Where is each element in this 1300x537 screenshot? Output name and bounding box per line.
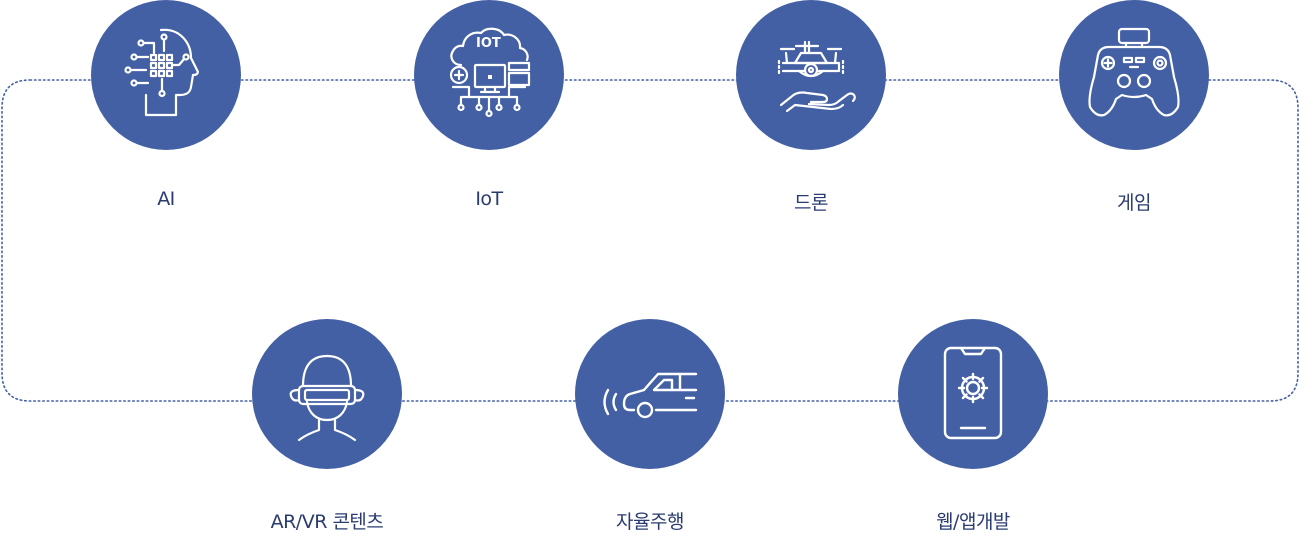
svg-text:IOT: IOT (476, 36, 501, 51)
smartphone-gear-icon (943, 346, 1003, 440)
iot-cloud-icon: IOT (449, 27, 531, 118)
autonomous-node (575, 319, 725, 469)
arvr-label: AR/VR 콘텐츠 (270, 511, 384, 533)
game-controller-icon (1088, 27, 1180, 117)
webapp-node (898, 319, 1048, 469)
game-label: 게임 (1117, 192, 1151, 214)
ai-head-icon (124, 28, 199, 117)
vr-headset-icon (289, 354, 365, 442)
autonomous-car-icon (603, 372, 698, 419)
arvr-node (252, 319, 402, 469)
iot-label: IoT (475, 188, 503, 210)
drone-label: 드론 (794, 192, 828, 214)
drone-hand-icon (777, 40, 856, 113)
game-node (1059, 0, 1209, 150)
iot-node: IOT (414, 0, 564, 150)
ai-node (91, 0, 241, 150)
webapp-label: 웹/앱개발 (936, 511, 1010, 533)
autonomous-label: 자율주행 (616, 511, 684, 533)
drone-node (736, 0, 886, 150)
ai-label: AI (157, 188, 175, 210)
